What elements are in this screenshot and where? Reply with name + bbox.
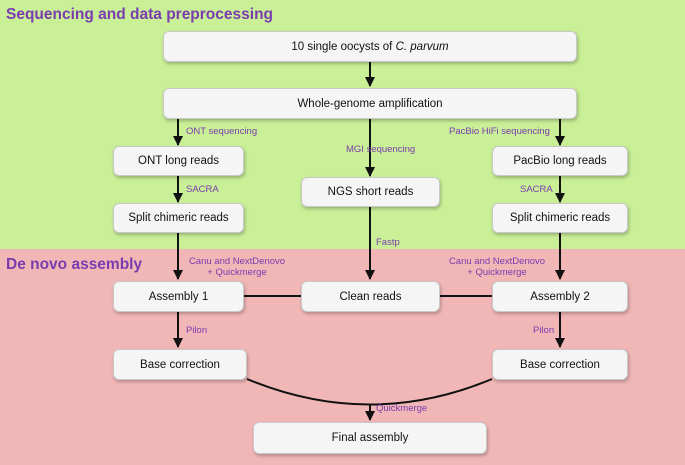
wga-node: Whole-genome amplification — [163, 88, 577, 119]
edge-label-ont-sequencing: ONT sequencing — [186, 126, 258, 137]
assembly2-node: Assembly 2 — [492, 281, 628, 312]
section-title-assembly: De novo assembly — [6, 256, 143, 273]
clean-reads-node: Clean reads — [301, 281, 440, 312]
section-title-preprocessing: Sequencing and data preprocessing — [6, 6, 274, 23]
edge-label-sacra-right: SACRA — [520, 184, 553, 195]
curve-merge — [246, 378, 493, 406]
edge-label-canu-left-line1: Canu and NextDenovo — [188, 256, 286, 267]
edge-label-canu-left-line2: + Quickmerge — [207, 267, 267, 278]
edge-label-pilon-left: Pilon — [186, 325, 208, 336]
edge-label-fastp: Fastp — [376, 237, 400, 248]
oocysts-label: 10 single oocysts of — [291, 40, 396, 53]
edge-label-canu-right: Canu and NextDenovo + Quickmerge — [440, 256, 554, 278]
edge-label-canu-right-line2: + Quickmerge — [467, 267, 527, 278]
oocysts-node: 10 single oocysts of C. parvum — [163, 31, 577, 62]
edge-label-pilon-right: Pilon — [533, 325, 555, 336]
split-chimeric-left-node: Split chimeric reads — [113, 203, 244, 233]
ngs-short-reads-node: NGS short reads — [301, 177, 440, 207]
edge-label-mgi-sequencing: MGI sequencing — [346, 144, 416, 155]
edge-label-canu-right-line1: Canu and NextDenovo — [448, 256, 546, 267]
split-chimeric-right-node: Split chimeric reads — [492, 203, 628, 233]
base-correction-right-node: Base correction — [492, 349, 628, 380]
pacbio-long-reads-node: PacBio long reads — [492, 146, 628, 176]
edge-label-pacbio-sequencing: PacBio HiFi sequencing — [449, 126, 550, 137]
edge-label-quickmerge: Quickmerge — [376, 403, 428, 414]
base-correction-left-node: Base correction — [113, 349, 247, 380]
edge-label-sacra-left: SACRA — [186, 184, 219, 195]
assembly1-node: Assembly 1 — [113, 281, 244, 312]
ont-long-reads-node: ONT long reads — [113, 146, 244, 176]
edge-label-canu-left: Canu and NextDenovo + Quickmerge — [180, 256, 294, 278]
final-assembly-node: Final assembly — [253, 422, 487, 454]
species-name: C. parvum — [395, 40, 449, 53]
